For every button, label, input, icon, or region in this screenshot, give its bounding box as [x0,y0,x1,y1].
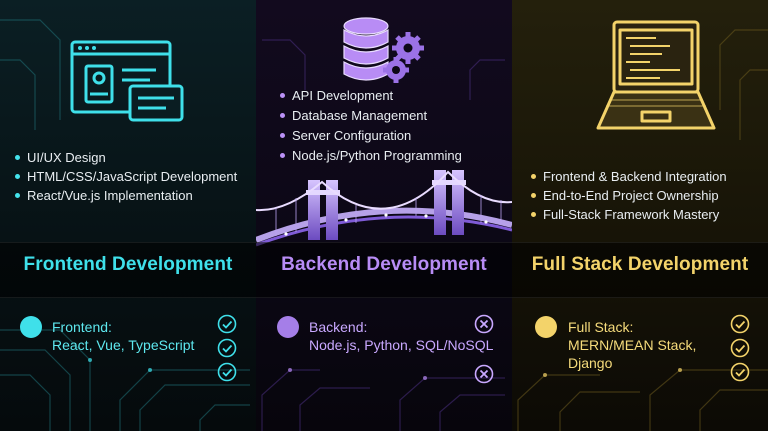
backend-dot-icon [277,316,299,338]
fullstack-tech-label: Full Stack: [568,319,634,335]
bullet-icon [280,93,285,98]
frontend-tech-list: React, Vue, TypeScript [52,337,195,353]
browser-window-icon [70,40,184,122]
fullstack-dot-icon [535,316,557,338]
bullet-icon [15,193,20,198]
list-item: Full-Stack Framework Mastery [530,205,727,224]
bullet-icon [280,113,285,118]
list-item: HTML/CSS/JavaScript Development [14,167,237,186]
frontend-column [0,0,256,431]
backend-tech-list: Node.js, Python, SQL/NoSQL [309,337,494,353]
check-icon [217,314,237,334]
bridge-illustration [256,170,512,247]
check-icon [217,362,237,382]
list-item: Node.js/Python Programming [279,146,462,166]
backend-tech-label: Backend: [309,319,368,335]
fullstack-feature-list: Frontend & Backend Integration End-to-En… [530,167,727,224]
bullet-icon [15,155,20,160]
bullet-icon [531,212,536,217]
bullet-icon [280,133,285,138]
bullet-icon [15,174,20,179]
frontend-title: Frontend Development [23,254,233,275]
title-band [0,242,768,298]
list-item: Server Configuration [279,126,462,146]
list-item: Frontend & Backend Integration [530,167,727,186]
x-icon [474,314,494,334]
check-icon [217,338,237,358]
fullstack-tech-list: MERN/MEAN Stack, [568,337,697,353]
check-icon [730,362,750,382]
x-icon [474,364,494,384]
fullstack-status-icons [730,314,750,386]
fullstack-tech-stack: Full Stack: MERN/MEAN Stack, Django [568,318,696,372]
backend-tech-stack: Backend: Node.js, Python, SQL/NoSQL [309,318,493,354]
list-item: Database Management [279,106,462,126]
backend-title: Backend Development [281,254,487,275]
check-icon [730,338,750,358]
frontend-tech-label: Frontend: [52,319,112,335]
backend-status-icons [474,314,494,388]
backend-feature-list: API Development Database Management Serv… [279,86,462,166]
frontend-feature-list: UI/UX Design HTML/CSS/JavaScript Develop… [14,148,237,205]
list-item: React/Vue.js Implementation [14,186,237,205]
laptop-code-icon [596,20,716,130]
check-icon [730,314,750,334]
list-item: API Development [279,86,462,106]
frontend-dot-icon [20,316,42,338]
fullstack-title: Full Stack Development [531,254,749,275]
frontend-status-icons [217,314,237,386]
bullet-icon [531,193,536,198]
bullet-icon [280,153,285,158]
frontend-tech-stack: Frontend: React, Vue, TypeScript [52,318,194,354]
database-gears-icon [343,17,424,83]
list-item: UI/UX Design [14,148,237,167]
bullet-icon [531,174,536,179]
fullstack-tech-list-2: Django [568,355,613,371]
list-item: End-to-End Project Ownership [530,186,727,205]
